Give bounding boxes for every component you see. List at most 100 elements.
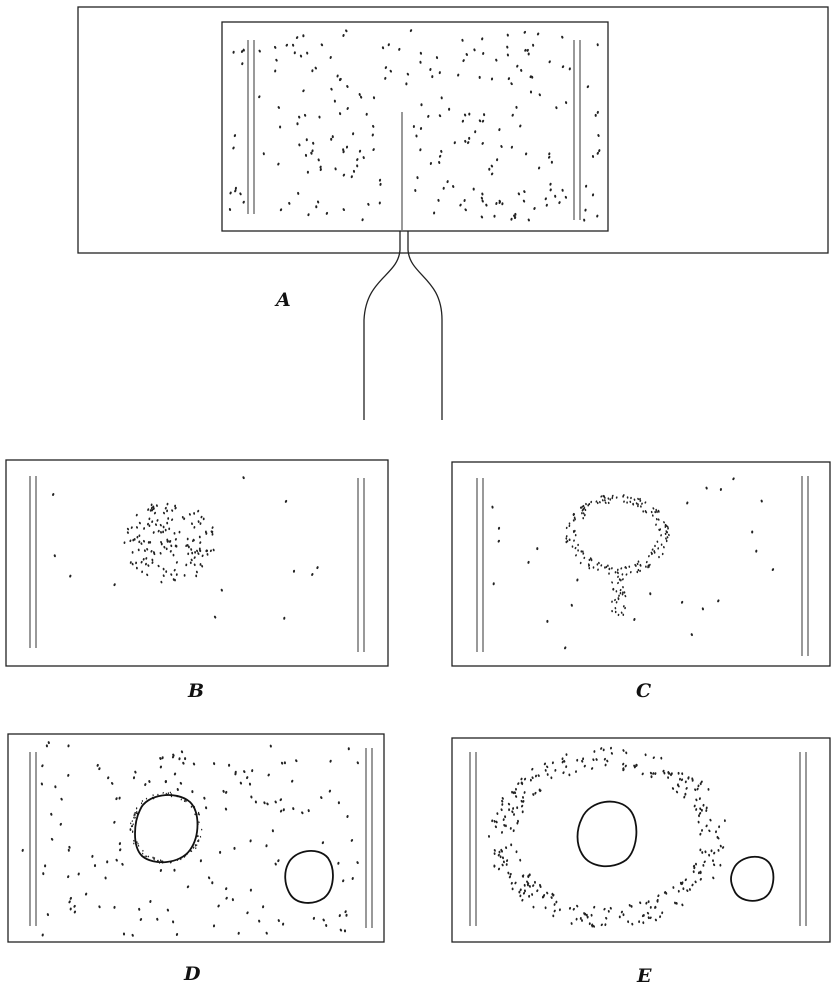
particle [127, 531, 130, 534]
particle [168, 527, 170, 530]
particle [148, 780, 151, 784]
particle [577, 544, 579, 547]
particle [500, 145, 503, 149]
particle [345, 29, 348, 33]
particle [464, 113, 467, 117]
particle [298, 143, 301, 146]
particle [199, 536, 201, 539]
particle [346, 815, 349, 818]
particle [652, 507, 654, 510]
particle [480, 215, 483, 219]
particle [704, 850, 707, 853]
particle [212, 548, 215, 551]
particle [546, 620, 548, 623]
particle [707, 788, 709, 791]
particle [468, 137, 470, 140]
particle [113, 906, 115, 909]
particle [440, 150, 443, 154]
particle [133, 843, 135, 845]
particle [538, 93, 541, 97]
particle [652, 514, 654, 517]
particle [166, 509, 168, 512]
panel-e-left-rails [470, 752, 476, 926]
particle [510, 82, 513, 86]
particle [222, 790, 225, 794]
particle [130, 526, 133, 529]
particle [152, 531, 155, 534]
particle [144, 549, 147, 552]
particle [720, 488, 722, 491]
particle [515, 795, 518, 798]
particle [665, 525, 667, 527]
particle [509, 873, 512, 876]
particle [532, 906, 534, 909]
particle [511, 113, 514, 117]
particle [452, 185, 455, 189]
particle [717, 849, 719, 852]
particle [111, 782, 114, 786]
particle [463, 199, 466, 202]
particle [263, 801, 266, 805]
particle [499, 855, 501, 858]
particle [232, 51, 234, 54]
particle [190, 558, 193, 561]
particle [337, 862, 340, 865]
particle [631, 922, 634, 925]
particle [544, 197, 547, 201]
particle [159, 524, 162, 527]
particle [517, 782, 520, 785]
panel-e-slide [452, 738, 830, 942]
particle [281, 761, 284, 765]
particle [624, 764, 627, 767]
particle [104, 876, 106, 879]
particle [315, 205, 317, 208]
particle [640, 505, 642, 508]
particle [67, 774, 70, 777]
particle [350, 839, 353, 843]
particle [156, 504, 159, 507]
particle [468, 113, 470, 116]
particle [365, 113, 367, 116]
particle [616, 496, 618, 499]
panel-e: E [452, 738, 830, 987]
particle [367, 203, 370, 207]
particle [604, 923, 607, 926]
particle [133, 776, 135, 779]
particle [138, 521, 141, 524]
particle [297, 192, 300, 195]
particle [142, 800, 143, 802]
particle [213, 762, 216, 765]
particle [358, 93, 360, 96]
particle [161, 756, 163, 759]
particle [184, 574, 186, 577]
particle [645, 565, 647, 568]
particle [521, 899, 524, 902]
particle [490, 164, 493, 168]
particle [641, 502, 643, 505]
particle [348, 747, 350, 750]
particle [607, 497, 609, 500]
particle [143, 540, 146, 543]
particle [502, 856, 505, 859]
particle [73, 904, 76, 908]
particle [624, 591, 626, 594]
particle [600, 564, 602, 567]
particle [615, 601, 617, 604]
particle [144, 783, 147, 787]
particle [491, 819, 494, 822]
particle [536, 889, 539, 892]
particle [465, 53, 468, 57]
particle [329, 759, 332, 762]
particle [519, 859, 522, 862]
particle [699, 797, 702, 800]
particle [638, 920, 640, 923]
particle [658, 556, 660, 559]
particle [246, 776, 249, 780]
particle [446, 180, 449, 183]
particle [547, 773, 549, 776]
particle [162, 568, 164, 571]
particle [604, 758, 607, 761]
panel-a-right-rails [574, 40, 580, 220]
particle [671, 787, 674, 790]
particle [431, 75, 433, 78]
